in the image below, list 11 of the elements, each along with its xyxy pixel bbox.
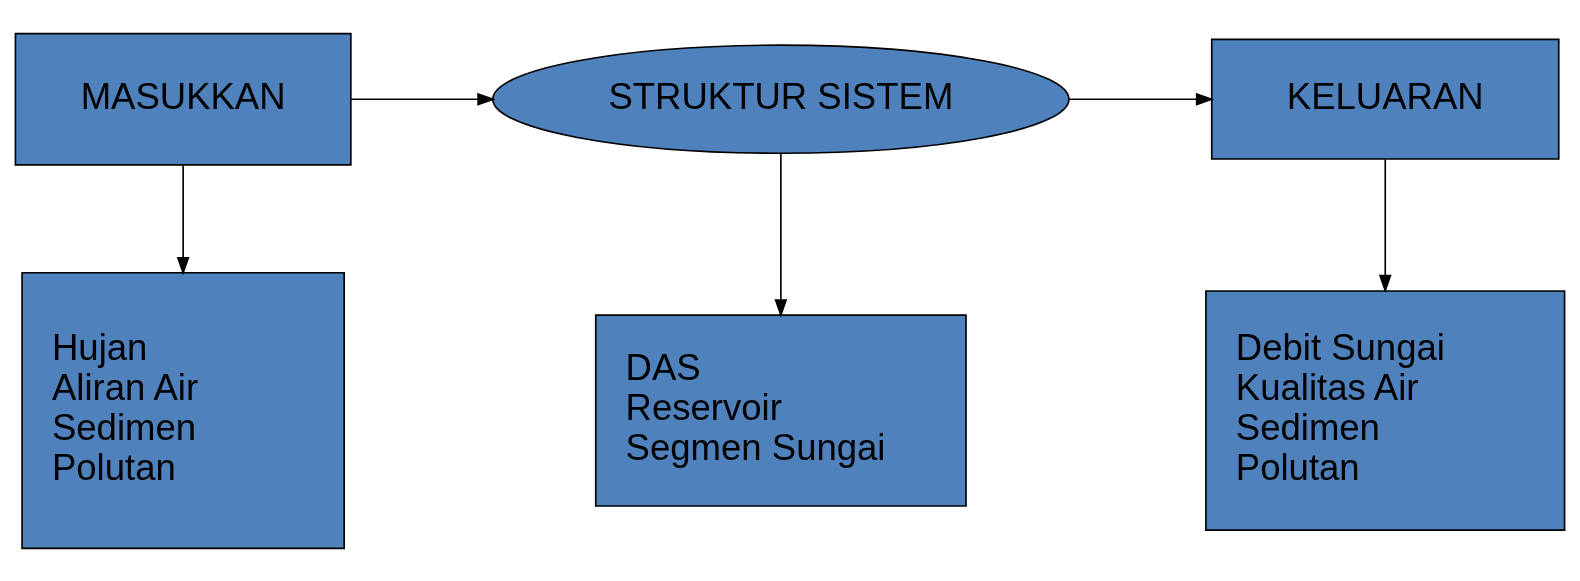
arrow [774, 152, 788, 318]
node-box: Hujan Aliran Air Sedimen Polutan [21, 271, 345, 549]
node-box: DAS Reservoir Segmen Sungai [594, 313, 967, 507]
node-ellipse: STRUKTUR SISTEM [492, 43, 1070, 154]
arrow [350, 92, 496, 106]
node-box: Debit Sungai Kualitas Air Sedimen Polutan [1205, 289, 1566, 531]
arrow [1068, 92, 1215, 106]
arrow [1378, 158, 1392, 293]
arrow [176, 164, 190, 275]
node-box: KELUARAN [1210, 38, 1560, 160]
node-box: MASUKKAN [14, 32, 352, 166]
